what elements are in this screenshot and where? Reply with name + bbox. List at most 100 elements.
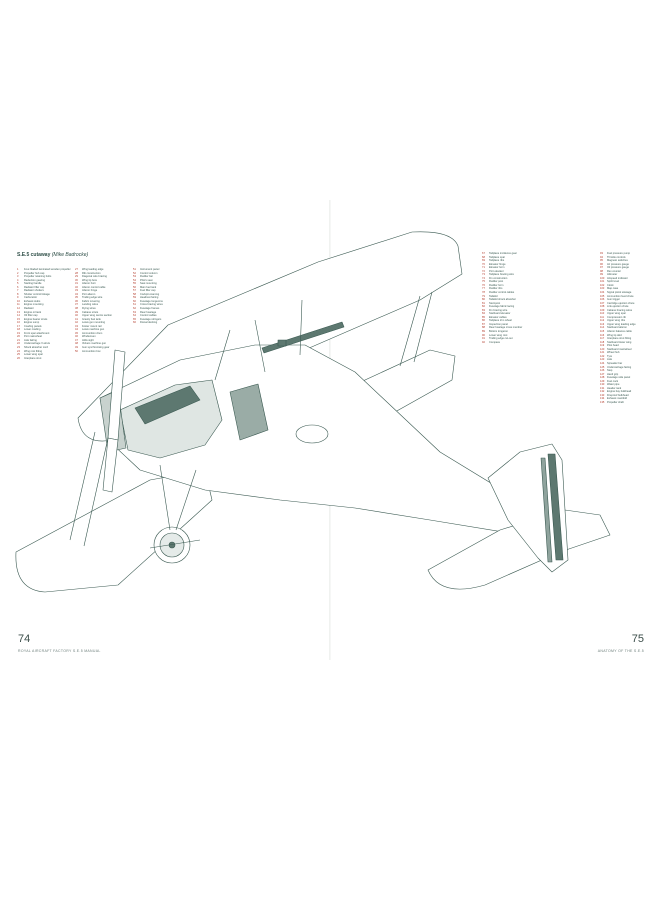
key-number: 37 bbox=[75, 303, 78, 307]
key-label: Rear fuselage cross member bbox=[489, 326, 523, 330]
key-item: 88 Rear fuselage cross member bbox=[482, 326, 538, 330]
key-label: Headrest fairing bbox=[140, 296, 159, 300]
key-number: 33 bbox=[75, 289, 78, 293]
key-label: Cabane bracing wires bbox=[607, 308, 633, 312]
key-number: 75 bbox=[482, 280, 485, 284]
key-label: Engine bearer struts bbox=[24, 317, 48, 321]
key-label: Fuselage stringers bbox=[140, 317, 162, 321]
key-label: Main fuel tank bbox=[140, 285, 157, 289]
key-number: 120 bbox=[600, 347, 605, 351]
key-label: Upper wing spar bbox=[607, 312, 626, 316]
page-number-right: 75 bbox=[631, 633, 644, 645]
key-label: Tailplane spar bbox=[489, 255, 506, 259]
key-label: Tailplane incidence gear bbox=[489, 252, 517, 255]
key-label: Ammunition feed chute bbox=[607, 294, 634, 298]
key-label: Radiator shutters bbox=[24, 289, 44, 293]
key-label: Rear fuselage bbox=[140, 310, 157, 314]
key-number: 63 bbox=[133, 310, 136, 314]
key-label: Aileron balance cable bbox=[607, 330, 632, 334]
key-label: Fuel cock bbox=[607, 379, 619, 383]
key-label: Throttle controls bbox=[607, 255, 626, 259]
key-number: 96 bbox=[600, 262, 603, 266]
key-number: 31 bbox=[75, 282, 78, 286]
key-label: Fabric covering bbox=[82, 299, 100, 303]
key-label: Lower wing spar bbox=[24, 353, 43, 357]
key-number: 76 bbox=[482, 283, 485, 287]
key-label: Axle fairing bbox=[24, 338, 37, 342]
key-label: Spreader bar bbox=[607, 361, 623, 365]
key-number: 88 bbox=[482, 326, 485, 330]
key-label: Radiator bbox=[24, 307, 34, 311]
key-number: 77 bbox=[482, 287, 485, 291]
key-number: 70 bbox=[482, 262, 485, 266]
key-label: Port aileron bbox=[82, 292, 96, 296]
key-number: 92 bbox=[482, 340, 485, 344]
key-number: 117 bbox=[600, 337, 605, 341]
key-label: Fin bracing wire bbox=[489, 308, 508, 312]
key-label: Lower cowling bbox=[24, 328, 41, 332]
key-number: 59 bbox=[133, 296, 136, 300]
key-number: 54 bbox=[133, 278, 136, 282]
key-label: Tailskid shock absorber bbox=[489, 298, 516, 302]
key-label: Port elevator bbox=[489, 269, 504, 273]
key-label: Tailplane trim wheel bbox=[489, 319, 512, 323]
key-label: Wing root fitting bbox=[24, 349, 43, 353]
key-number: 85 bbox=[482, 315, 485, 319]
key-number: 58 bbox=[133, 292, 136, 296]
key-label: Engine bay bulkhead bbox=[607, 390, 632, 394]
key-number: 89 bbox=[482, 330, 485, 334]
key-label: Fin construction bbox=[489, 276, 508, 280]
key-label: Fuselage longerons bbox=[140, 299, 163, 303]
key-number: 29 bbox=[75, 275, 78, 279]
key-label: Diagonal wire bracing bbox=[82, 275, 107, 279]
key-number: 108 bbox=[600, 305, 605, 309]
key-label: Instrument panel bbox=[140, 268, 160, 271]
key-label: Aileron hinge bbox=[82, 289, 98, 293]
key-label: Engine oil tank bbox=[24, 310, 42, 314]
key-number: 28 bbox=[75, 271, 78, 275]
key-number: 49 bbox=[75, 346, 78, 350]
key-label: Sternpost bbox=[489, 301, 501, 305]
key-label: Foster mount rail bbox=[82, 324, 102, 328]
key-number: 56 bbox=[133, 285, 136, 289]
key-number: 64 bbox=[133, 314, 136, 318]
key-label: Elevator hinge bbox=[489, 262, 506, 266]
key-label: Inspection panel bbox=[489, 322, 508, 326]
cutaway-caption: S.E.5 cutaway (Mike Badrocke) bbox=[17, 252, 88, 258]
key-label: Water pipe bbox=[607, 383, 620, 387]
key-number: 10 bbox=[17, 299, 20, 303]
key-number: 52 bbox=[133, 271, 136, 275]
key-label: Interplane strut fitting bbox=[607, 337, 632, 341]
key-number: 46 bbox=[75, 335, 78, 339]
key-item: 70 Elevator hinge bbox=[482, 263, 538, 267]
key-number: 103 bbox=[600, 287, 605, 291]
key-item: 29 Diagonal wire bracing bbox=[75, 275, 133, 279]
